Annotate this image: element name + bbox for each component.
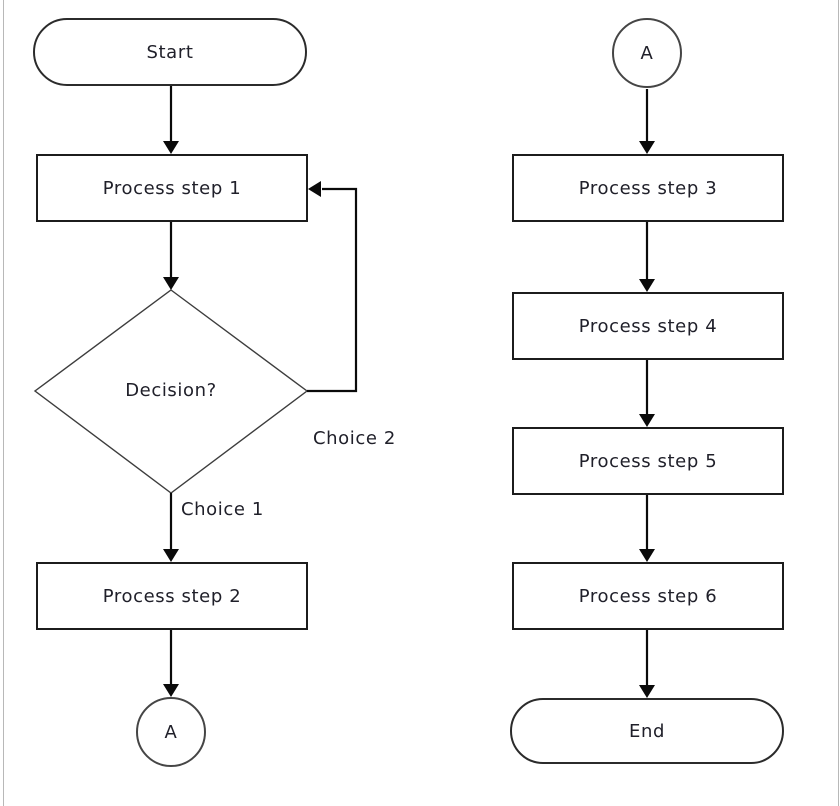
node-connector-a-left: A [136, 697, 206, 767]
arrow-p6-to-end [639, 630, 655, 698]
arrow-p4-to-p5 [639, 360, 655, 427]
arrow-decision-to-p2 [163, 493, 179, 562]
node-process-step-2: Process step 2 [36, 562, 308, 630]
arrow-p2-to-connector-a [163, 630, 179, 697]
left-frame-border [3, 0, 4, 806]
node-process-step-1: Process step 1 [36, 154, 308, 222]
arrow-p5-to-p6 [639, 495, 655, 562]
node-process-step-6: Process step 6 [512, 562, 784, 630]
edge-label-choice-2: Choice 2 [313, 428, 396, 449]
arrow-connector-a-to-p3 [639, 89, 655, 154]
edge-label-choice-1: Choice 1 [181, 499, 264, 520]
node-process-step-4: Process step 4 [512, 292, 784, 360]
node-start: Start [33, 18, 307, 86]
arrow-choice2-loop [307, 181, 358, 393]
node-process-step-3: Process step 3 [512, 154, 784, 222]
arrow-p1-to-decision [163, 222, 179, 290]
right-frame-border [838, 0, 839, 806]
node-decision-label: Decision? [125, 380, 217, 401]
node-connector-a-right: A [612, 18, 682, 88]
arrow-start-to-p1 [163, 85, 179, 154]
node-end: End [510, 698, 784, 764]
node-process-step-5: Process step 5 [512, 427, 784, 495]
arrow-p3-to-p4 [639, 222, 655, 292]
